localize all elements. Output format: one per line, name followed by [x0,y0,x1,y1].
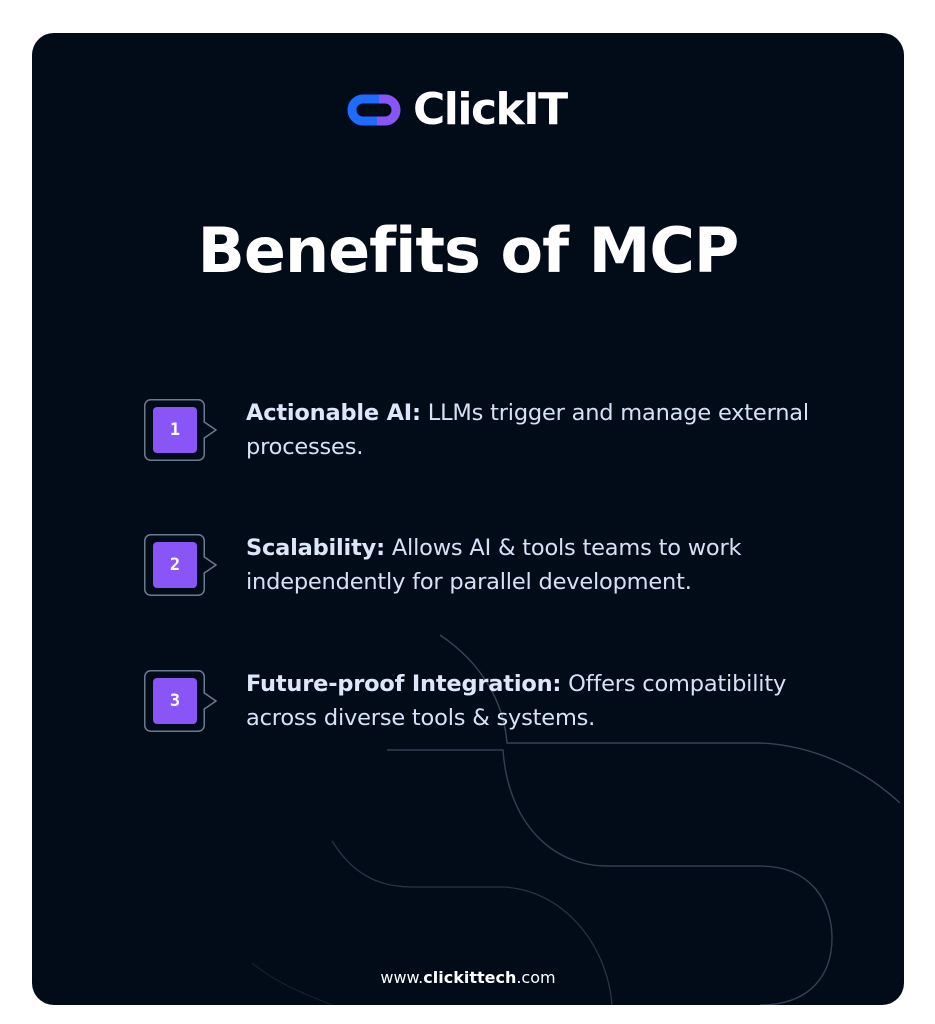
benefit-heading: Actionable AI: [246,400,421,426]
benefit-body: Allows AI & tools teams to work independ… [246,535,742,595]
speech-bubble-frame-icon [144,670,218,732]
website-url: www.clickittech.com [32,967,904,989]
interlocking-links-icon [347,94,401,126]
benefit-text: Future-proof Integration: Offers compati… [246,667,846,735]
benefit-heading: Scalability: [246,535,385,561]
benefit-text: Actionable AI: LLMs trigger and manage e… [246,396,846,464]
speech-bubble-frame-icon [144,399,218,461]
decorative-curves [251,634,901,1005]
benefit-item: 3 Future-proof Integration: Offers compa… [144,670,864,732]
page-title: Benefits of MCP [197,214,740,287]
brand-name: ClickIT [413,84,568,135]
clickit-logo: ClickIT [347,84,568,135]
infographic-card: ClickIT Benefits of MCP 1 Actionable AI:… [32,33,904,1005]
number-badge: 2 [144,534,218,596]
url-domain: clickittech [423,968,517,987]
badge-number: 2 [153,542,197,588]
badge-number: 3 [153,678,197,724]
badge-number: 1 [153,407,197,453]
benefit-text: Scalability: Allows AI & tools teams to … [246,531,846,599]
benefit-heading: Future-proof Integration: [246,671,562,697]
url-suffix: .com [516,968,556,987]
benefit-body: LLMs trigger and manage external process… [246,400,809,460]
url-prefix: www. [380,968,424,987]
benefit-item: 1 Actionable AI: LLMs trigger and manage… [144,399,864,461]
speech-bubble-frame-icon [144,534,218,596]
number-badge: 3 [144,670,218,732]
benefit-body: Offers compatibility across diverse tool… [246,671,787,731]
number-badge: 1 [144,399,218,461]
benefit-item: 2 Scalability: Allows AI & tools teams t… [144,534,864,596]
